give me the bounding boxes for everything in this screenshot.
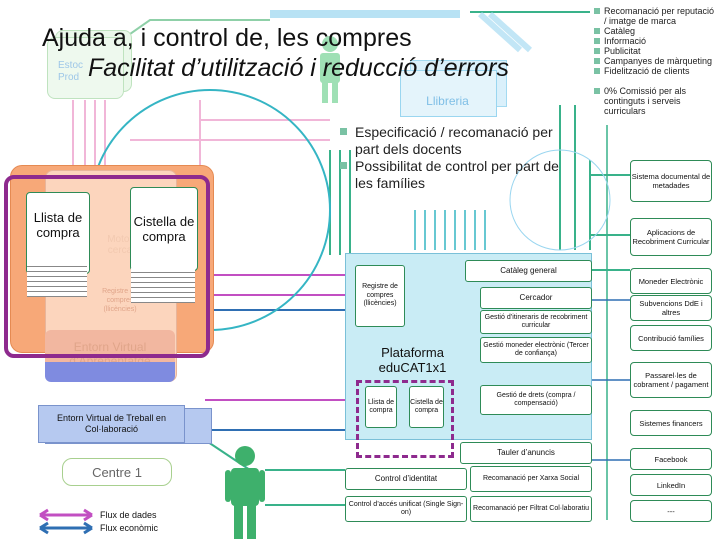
platform-purchase-frame bbox=[356, 380, 454, 458]
facebook-label: Facebook bbox=[654, 454, 688, 464]
cataleg-box[interactable]: Catàleg general bbox=[465, 260, 592, 282]
control-identitat-label: Control d’identitat bbox=[374, 473, 438, 483]
plat-cistella-label: Cistella de compra bbox=[410, 398, 443, 415]
benefit-item: Catàleg bbox=[593, 26, 719, 36]
moneder-gestio-box[interactable]: Gestió moneder electrònic (Tercer de con… bbox=[480, 337, 592, 363]
sistema-doc-label: Sistema documental de metadades bbox=[631, 172, 711, 190]
teacher-bullet: Possibilitat de control per part de les … bbox=[338, 158, 560, 192]
registre-faded: Registre de compres (llicències) bbox=[102, 287, 138, 313]
cataleg-label: Catàleg general bbox=[500, 265, 557, 275]
linkedin-label: LinkedIn bbox=[656, 480, 686, 490]
itineraris-box[interactable]: Gestió d’itineraris de recobriment curri… bbox=[480, 310, 592, 334]
cistella-compra-card[interactable]: Cistella de compra bbox=[130, 187, 198, 271]
passarela-box[interactable]: Passarel·les de cobrament / pagament bbox=[630, 362, 712, 398]
plat-llista-box[interactable]: Llista de compra bbox=[365, 386, 397, 428]
person-icon bbox=[225, 446, 265, 539]
recom-filtrat-box[interactable]: Recomanació per Filtrat Col·laboratiu bbox=[470, 496, 592, 522]
benefit-item: Fidelització de clients bbox=[593, 66, 719, 76]
contribucio-box[interactable]: Contribució famílies bbox=[630, 325, 712, 351]
drets-label: Gestió de drets (compra / compensació) bbox=[496, 391, 576, 408]
teacher-bullet: Especificació / recomanació per part del… bbox=[338, 124, 560, 158]
platform-name: Plataforma eduCAT1x1 bbox=[378, 345, 447, 375]
llibreria-label: Llibreria bbox=[426, 94, 469, 108]
benefit-item: 0% Comissió per als continguts i serveis… bbox=[593, 86, 719, 116]
purchase-frame bbox=[4, 175, 210, 358]
cistella-lines bbox=[131, 268, 195, 303]
centre-label: Centre 1 bbox=[62, 458, 172, 486]
recom-xarxa-box[interactable]: Recomanació per Xarxa Social bbox=[470, 466, 592, 492]
plat-cistella-box[interactable]: Cistella de compra bbox=[409, 386, 444, 428]
ghost-label-prod: Prod bbox=[58, 72, 80, 83]
tauler-label: Tauler d’anuncis bbox=[497, 447, 555, 457]
control-identitat-box[interactable]: Control d’identitat bbox=[345, 468, 467, 490]
person-icon-faded bbox=[320, 36, 340, 103]
aplicacions-label: Aplicacions de Recobriment Curricular bbox=[632, 228, 710, 246]
recom-xarxa-label: Recomanació per Xarxa Social bbox=[482, 474, 580, 482]
cistella-compra-label: Cistella de compra bbox=[133, 214, 195, 244]
evtc-box[interactable]: Entorn Virtual de Treball en Col·laborac… bbox=[38, 405, 185, 443]
legend-econ-flow: Flux econòmic bbox=[100, 523, 159, 533]
financers-box[interactable]: Sistemes financers bbox=[630, 410, 712, 436]
moneder-label: Moneder Electrònic bbox=[638, 276, 704, 286]
benefit-item: Publicitat bbox=[593, 46, 719, 56]
cercador-label: Cercador bbox=[519, 292, 553, 302]
subvencions-box[interactable]: Subvencions DdE i altres bbox=[630, 295, 712, 321]
more-box[interactable]: --- bbox=[630, 500, 712, 522]
llista-lines bbox=[27, 262, 87, 297]
motor-cerca-faded: Motor cerca bbox=[107, 234, 133, 256]
evtc-label: Entorn Virtual de Treball en Col·laborac… bbox=[57, 413, 166, 434]
financers-label: Sistemes financers bbox=[639, 418, 703, 428]
eva-bar bbox=[45, 362, 175, 382]
passarela-label: Passarel·les de cobrament / pagament bbox=[633, 371, 709, 389]
itineraris-label: Gestió d’itineraris de recobriment curri… bbox=[484, 313, 588, 330]
moneder-gestio-label: Gestió moneder electrònic (Tercer de con… bbox=[483, 341, 589, 358]
llibreria-box bbox=[400, 70, 497, 117]
benefit-item: Recomanació per reputació / imatge de ma… bbox=[593, 6, 719, 26]
facebook-box[interactable]: Facebook bbox=[630, 448, 712, 470]
aplicacions-box[interactable]: Aplicacions de Recobriment Curricular bbox=[630, 218, 712, 256]
control-acces-box[interactable]: Control d’accés unificat (Single Sign-on… bbox=[345, 496, 467, 522]
sistema-doc-box[interactable]: Sistema documental de metadades bbox=[630, 160, 712, 202]
title-line2: Facilitat d’utilització i reducció d’err… bbox=[88, 54, 509, 82]
registre-box[interactable]: Registre de compres (llicències) bbox=[355, 265, 405, 327]
recom-filtrat-label: Recomanació per Filtrat Col·laboratiu bbox=[473, 504, 589, 512]
teacher-bullets: Especificació / recomanació per part del… bbox=[338, 124, 560, 192]
llista-compra-card[interactable]: Llista de compra bbox=[26, 192, 90, 274]
benefit-item: Informació bbox=[593, 36, 719, 46]
drets-box[interactable]: Gestió de drets (compra / compensació) bbox=[480, 385, 592, 415]
benefits-list: Recomanació per reputació / imatge de ma… bbox=[593, 6, 719, 116]
contribucio-label: Contribució famílies bbox=[638, 333, 704, 343]
plat-llista-label: Llista de compra bbox=[367, 398, 395, 415]
ghost-label-estoc: Estoc bbox=[58, 60, 84, 71]
subvencions-label: Subvencions DdE i altres bbox=[639, 299, 703, 317]
title-line1: Ajuda a, i control de, les compres bbox=[42, 24, 412, 52]
control-acces-label: Control d’accés unificat (Single Sign-on… bbox=[348, 500, 464, 517]
more-label: --- bbox=[667, 506, 675, 516]
cercador-box[interactable]: Cercador bbox=[480, 287, 592, 309]
legend-data-flow: Flux de dades bbox=[100, 510, 157, 520]
linkedin-box[interactable]: LinkedIn bbox=[630, 474, 712, 496]
tauler-box[interactable]: Tauler d’anuncis bbox=[460, 442, 592, 464]
benefit-item: Campanyes de màrqueting bbox=[593, 56, 719, 66]
moneder-box[interactable]: Moneder Electrònic bbox=[630, 268, 712, 294]
registre-label: Registre de compres (llicències) bbox=[362, 283, 398, 308]
ghost-card-front bbox=[47, 37, 124, 99]
llista-compra-label: Llista de compra bbox=[33, 210, 83, 240]
